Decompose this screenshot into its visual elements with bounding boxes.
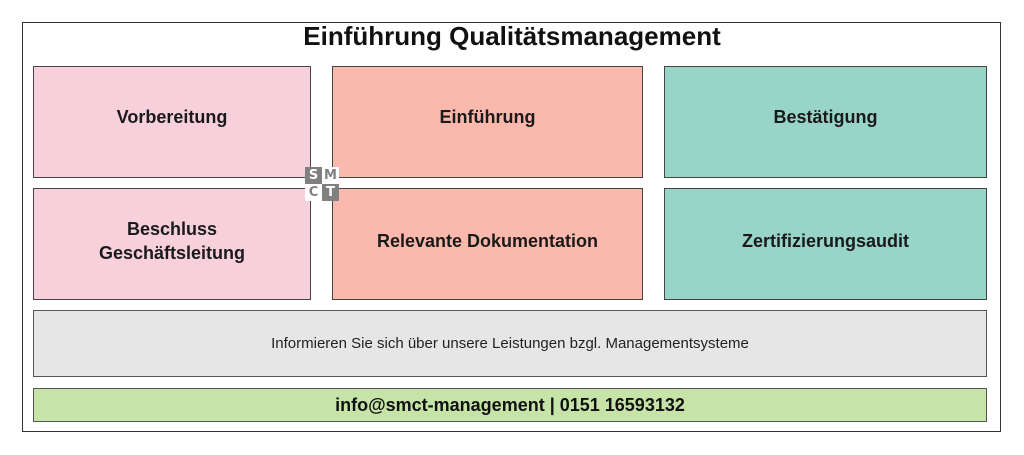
box-einfuehrung-line: Einführung [439, 107, 536, 127]
info-banner-text: Informieren Sie sich über unsere Leistun… [271, 335, 749, 352]
box-bestaetigung-line: Bestätigung [773, 107, 878, 127]
smct-logo: S M C T [305, 167, 339, 201]
info-banner[interactable]: Informieren Sie sich über unsere Leistun… [33, 310, 987, 377]
logo-letter: M [322, 167, 339, 184]
contact-bar[interactable]: info@smct-management | 0151 16593132 [33, 388, 987, 422]
contact-text: info@smct-management | 0151 16593132 [335, 394, 685, 415]
box-beschluss-line-1: Beschluss [126, 219, 218, 239]
logo-letter: S [305, 167, 322, 184]
box-dokumentation-line: Relevante Dokumentation [376, 231, 599, 251]
box-bestaetigung: Bestätigung [664, 66, 987, 178]
box-vorbereitung-line: Vorbereitung [116, 107, 228, 127]
box-dokumentation: Relevante Dokumentation [332, 188, 643, 300]
box-einfuehrung-label: Einführung [440, 105, 536, 129]
box-vorbereitung: Vorbereitung [33, 66, 311, 178]
diagram-title: Einführung Qualitätsmanagement [303, 21, 721, 51]
box-zertifizierungsaudit: Zertifizierungsaudit [664, 188, 987, 300]
box-beschluss-label: Beschluss Geschäftsleitung [99, 217, 245, 265]
box-einfuehrung: Einführung [332, 66, 643, 178]
box-bestaetigung-label: Bestätigung [773, 105, 877, 129]
logo-letter: C [305, 184, 322, 201]
box-beschluss: Beschluss Geschäftsleitung [33, 188, 311, 300]
box-beschluss-line-2: Geschäftsleitung [98, 243, 246, 263]
box-zertifizierungsaudit-line: Zertifizierungsaudit [741, 231, 909, 251]
logo-letter: T [322, 184, 339, 201]
box-dokumentation-label: Relevante Dokumentation [377, 229, 598, 253]
box-vorbereitung-label: Vorbereitung [117, 105, 228, 129]
box-zertifizierungsaudit-label: Zertifizierungsaudit [742, 229, 909, 253]
